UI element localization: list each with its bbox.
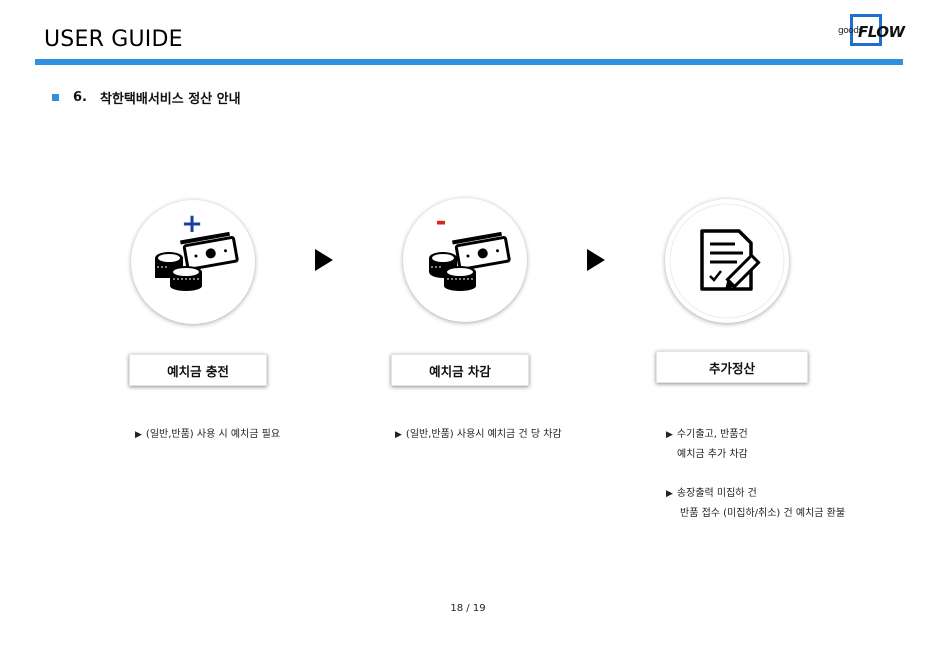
header-rule: [35, 59, 903, 65]
step2-desc-line1: (일반,반품) 사용시 예치금 건 당 차감: [405, 429, 562, 440]
step1-desc-line1: (일반,반품) 사용 시 예치금 필요: [145, 429, 281, 440]
document-pen-icon: [669, 203, 785, 319]
section-number: 6.: [73, 89, 87, 105]
arrow-right-icon: [315, 249, 333, 271]
step3-description-b: ▶송장출력 미집하 건 반품 접수 (미집하/취소) 건 예치금 환불: [666, 484, 845, 524]
section-bullet-icon: [52, 93, 59, 101]
section-heading: 6. 착한택배서비스 정산 안내: [52, 88, 241, 107]
coins-cash-icon: +: [155, 209, 239, 291]
plus-sign: +: [181, 209, 203, 239]
goodsflow-logo: goods FLOW: [836, 14, 905, 50]
bullet-triangle-icon: ▶: [666, 489, 673, 499]
step3-desc-line1: 수기출고, 반품건: [676, 429, 748, 440]
coins-cash-icon: -: [429, 207, 511, 291]
step-label-extra-settlement: 추가정산: [656, 351, 808, 383]
step1-description: ▶(일반,반품) 사용 시 예치금 필요: [135, 425, 280, 445]
header-title: USER GUIDE: [44, 27, 183, 52]
step-label-deposit-charge: 예치금 충전: [129, 354, 267, 386]
step2-description: ▶(일반,반품) 사용시 예치금 건 당 차감: [395, 425, 562, 445]
logo-text-flow: FLOW: [858, 23, 905, 41]
step3-desc-line2: 예치금 추가 차감: [677, 449, 748, 460]
step1-circle: +: [131, 200, 255, 324]
arrow-right-icon: [587, 249, 605, 271]
bullet-triangle-icon: ▶: [135, 430, 142, 440]
bullet-triangle-icon: ▶: [395, 430, 402, 440]
logo-frame: [850, 14, 882, 46]
step3-desc-line4: 반품 접수 (미집하/취소) 건 예치금 환불: [680, 508, 846, 519]
bullet-triangle-icon: ▶: [666, 430, 673, 440]
step2-circle: -: [403, 198, 527, 322]
step-label-deposit-deduct: 예치금 차감: [391, 354, 529, 386]
step3-desc-line3: 송장출력 미집하 건: [676, 488, 757, 499]
step3-circle: [665, 199, 789, 323]
section-title: 착한택배서비스 정산 안내: [99, 91, 241, 107]
minus-sign: -: [436, 207, 447, 237]
page-number: 18 / 19: [450, 603, 486, 614]
logo-text-goods: goods: [838, 26, 863, 36]
step3-description-a: ▶수기출고, 반품건 예치금 추가 차감: [666, 425, 748, 465]
